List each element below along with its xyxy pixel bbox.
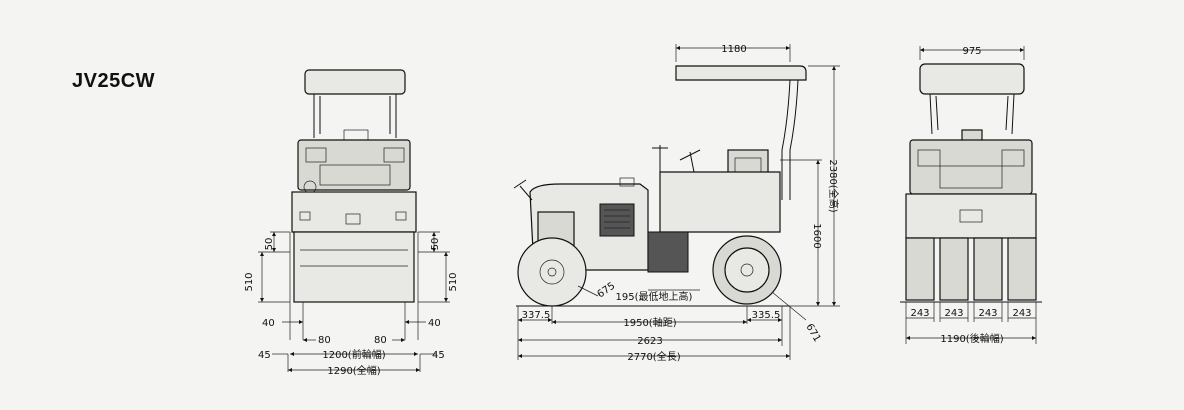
overall-width-label: 1290(全幅): [327, 364, 380, 377]
ground-clearance-label: 195(最低地上高): [616, 290, 693, 303]
front-view: 510 50 40 80 45 50 510 40 80 45 1200(前輪幅…: [244, 69, 459, 377]
rear-overhang-label: 335.5: [752, 310, 781, 321]
rear-tire-width-2: 243: [944, 308, 963, 319]
overall-length-label: 2770(全長): [627, 350, 680, 363]
front-dim-right-510: 510: [448, 272, 459, 291]
rear-tire-width-1: 243: [910, 308, 929, 319]
front-dim-right-40: 40: [428, 318, 441, 329]
front-overhang-label: 337.5: [522, 310, 551, 321]
wheelbase-label: 1950(軸距): [623, 316, 676, 329]
front-dim-right-80: 80: [374, 335, 387, 346]
length-2623-label: 2623: [637, 336, 662, 347]
front-dim-left-45: 45: [258, 350, 271, 361]
height-1600-label: 1600: [811, 223, 822, 248]
tire-diameter-label: 671: [803, 322, 822, 344]
front-dim-right-50: 50: [430, 238, 441, 251]
front-dim-left-50: 50: [264, 238, 275, 251]
front-dim-left-40: 40: [262, 318, 275, 329]
rear-tire-width-4: 243: [1012, 308, 1031, 319]
rear-tire-width-3: 243: [978, 308, 997, 319]
overall-height-label: 2380(全高): [827, 159, 840, 212]
canopy-width-label: 975: [962, 46, 981, 57]
front-dim-left-510: 510: [244, 272, 255, 291]
front-dim-left-80: 80: [318, 335, 331, 346]
model-title: JV25CW: [72, 70, 156, 92]
rear-view: 975 243 243 243 243 1190(後輪幅): [900, 46, 1042, 345]
front-track-label: 1200(前輪幅): [322, 348, 385, 361]
front-dim-right-45: 45: [432, 350, 445, 361]
drum-diameter-label: 675: [595, 280, 617, 300]
side-view: 1180 1600 2380(全高) 675 671 195(最低地上高) 33…: [513, 44, 840, 363]
rear-track-label: 1190(後輪幅): [940, 332, 1003, 345]
canopy-length-label: 1180: [721, 44, 746, 55]
